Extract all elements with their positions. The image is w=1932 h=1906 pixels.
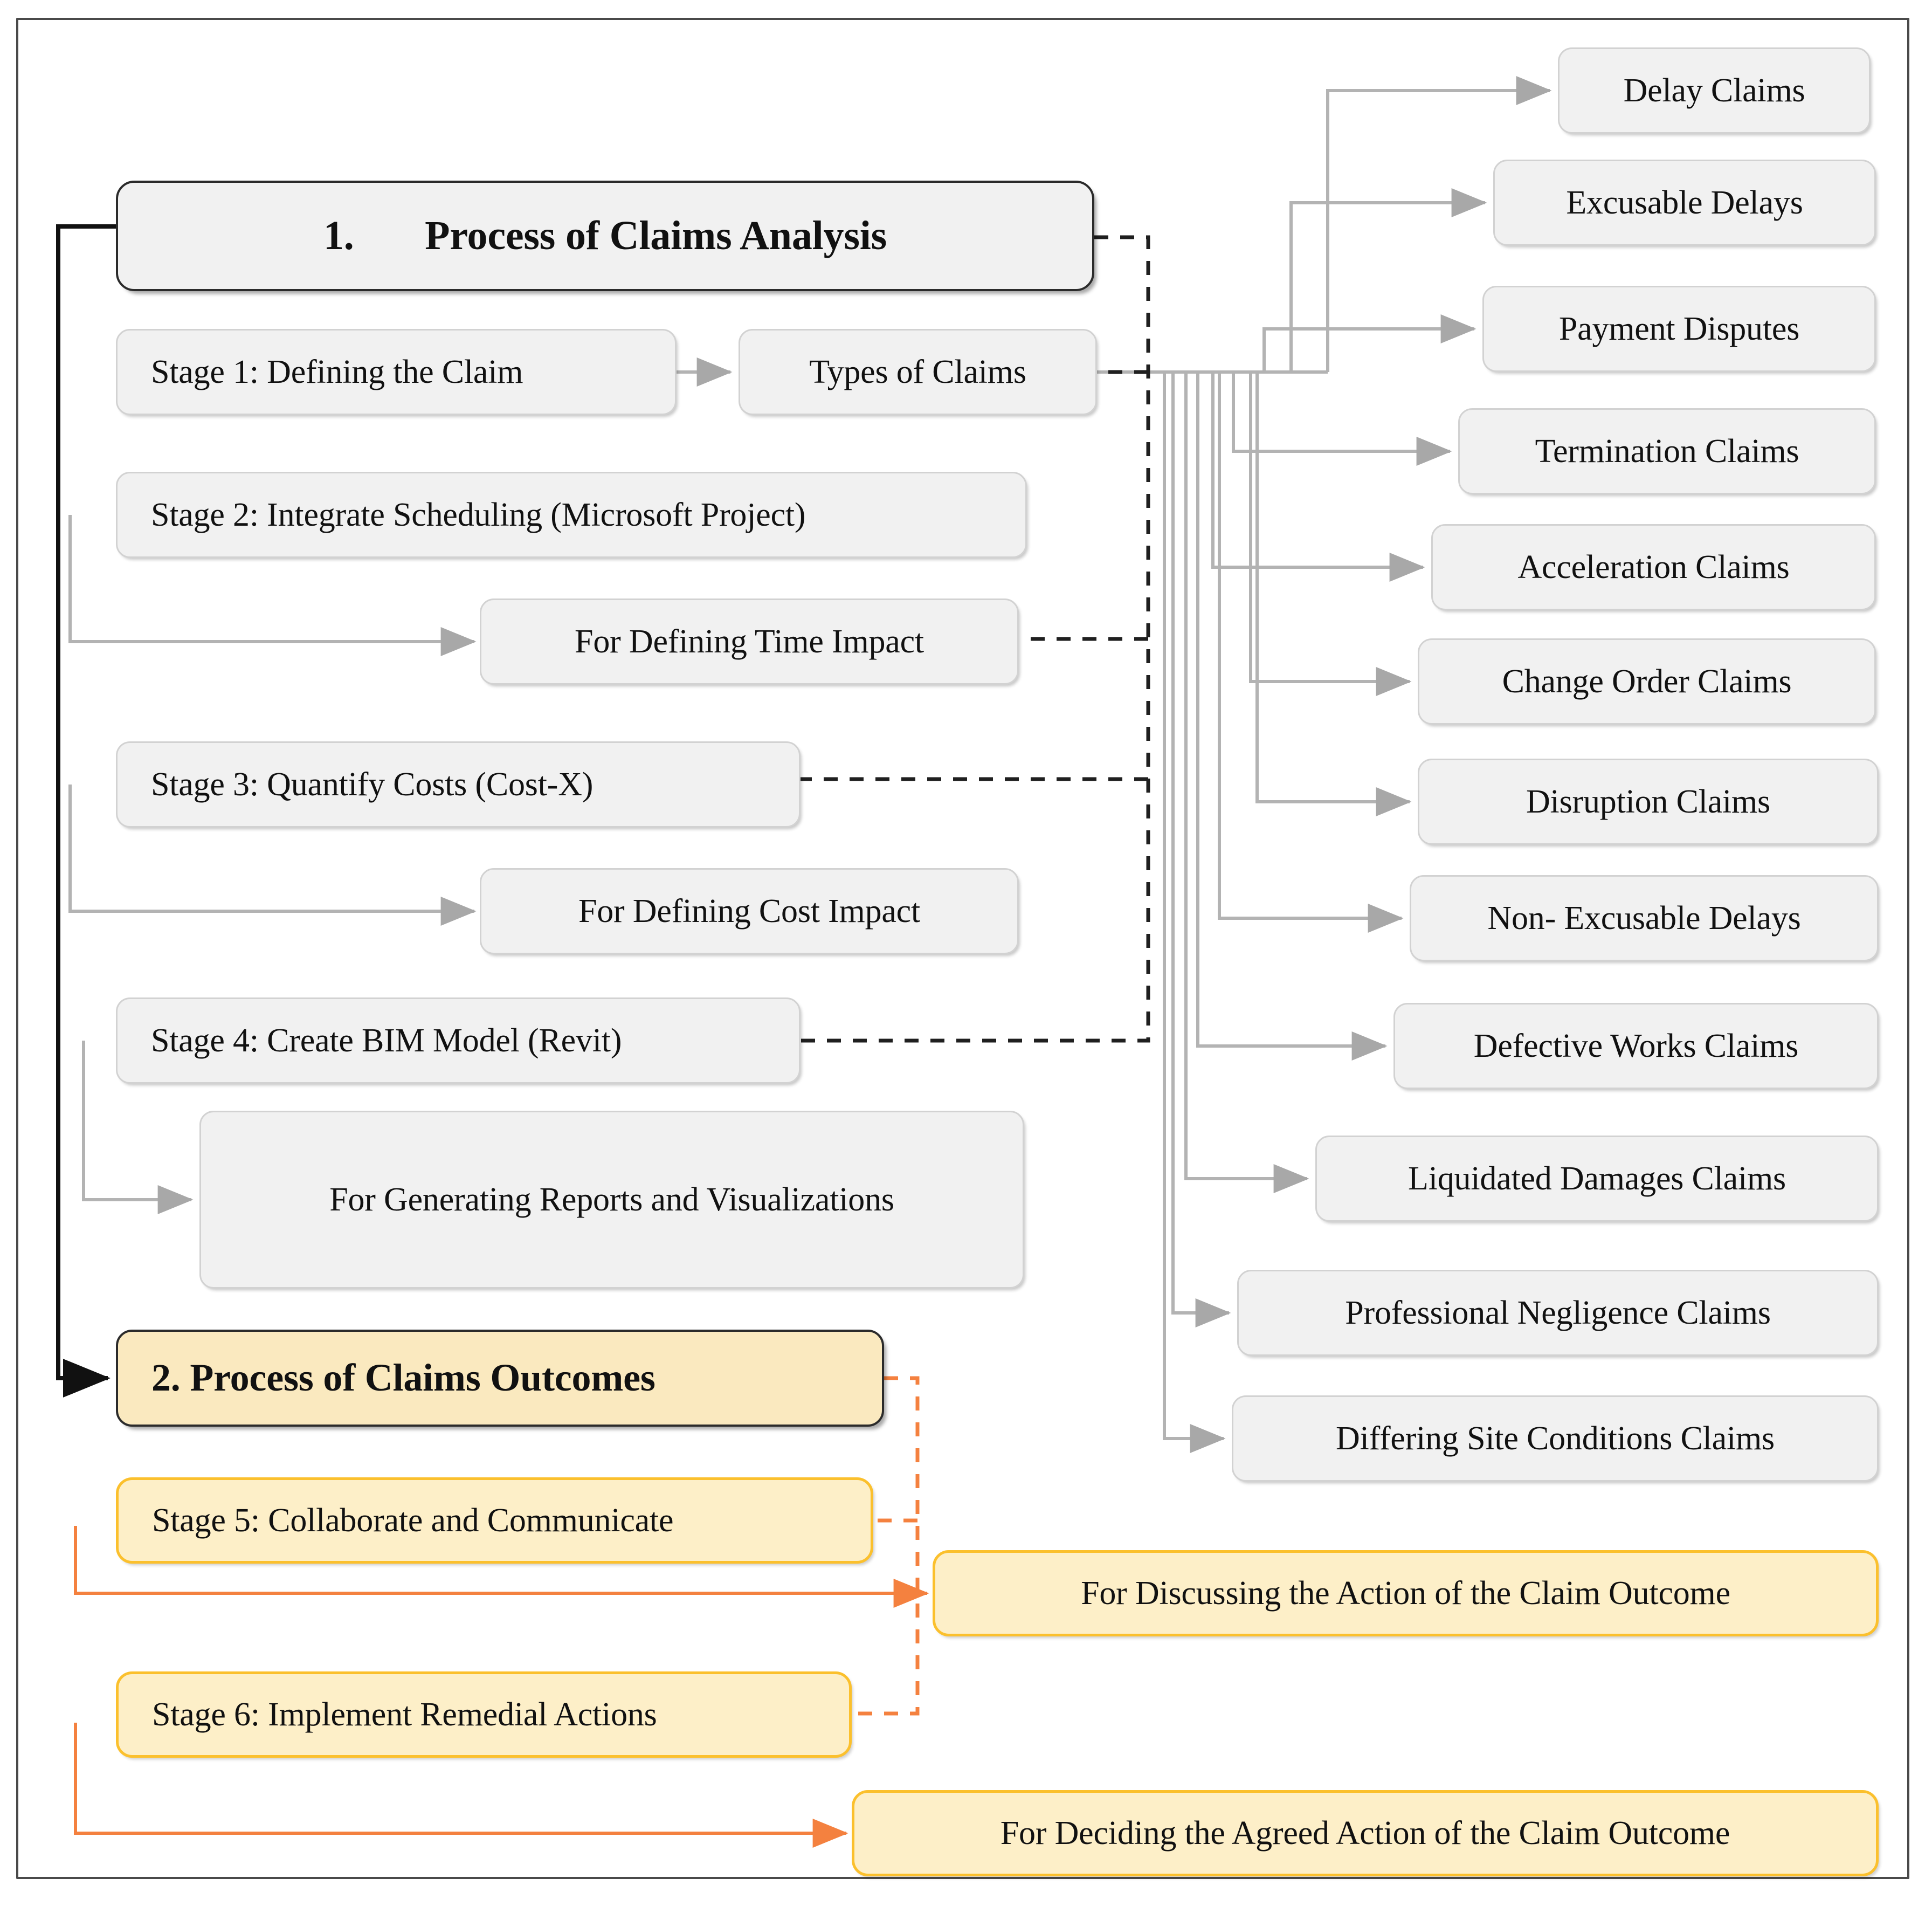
node-acceleration-claims[interactable]: Acceleration Claims: [1431, 524, 1876, 610]
stage-5-label: Stage 5: Collaborate and Communicate: [152, 1502, 674, 1539]
node-stage-1[interactable]: Stage 1: Defining the Claim: [116, 329, 677, 415]
deciding-action-label: For Deciding the Agreed Action of the Cl…: [1000, 1814, 1730, 1852]
acceleration-claims-label: Acceleration Claims: [1517, 548, 1790, 586]
node-liquidated-damages-claims[interactable]: Liquidated Damages Claims: [1315, 1136, 1879, 1222]
node-for-defining-time-impact[interactable]: For Defining Time Impact: [480, 598, 1019, 685]
delay-claims-label: Delay Claims: [1623, 72, 1805, 109]
stage-6-label: Stage 6: Implement Remedial Actions: [152, 1696, 657, 1733]
node-for-discussing-action[interactable]: For Discussing the Action of the Claim O…: [933, 1550, 1879, 1636]
stage-3-label: Stage 3: Quantify Costs (Cost-X): [151, 766, 594, 803]
node-differing-site-conditions-claims[interactable]: Differing Site Conditions Claims: [1232, 1395, 1879, 1482]
types-of-claims-label: Types of Claims: [809, 353, 1026, 390]
liquidated-damages-claims-label: Liquidated Damages Claims: [1408, 1160, 1786, 1197]
node-for-deciding-action[interactable]: For Deciding the Agreed Action of the Cl…: [852, 1790, 1879, 1876]
node-change-order-claims[interactable]: Change Order Claims: [1418, 638, 1876, 725]
time-impact-label: For Defining Time Impact: [575, 623, 924, 660]
node-professional-negligence-claims[interactable]: Professional Negligence Claims: [1237, 1270, 1879, 1356]
node-termination-claims[interactable]: Termination Claims: [1458, 408, 1876, 494]
defective-works-claims-label: Defective Works Claims: [1473, 1027, 1799, 1064]
non-excusable-delays-label: Non- Excusable Delays: [1487, 899, 1801, 937]
payment-disputes-label: Payment Disputes: [1558, 310, 1800, 347]
node-non-excusable-delays[interactable]: Non- Excusable Delays: [1410, 875, 1879, 961]
node-defective-works-claims[interactable]: Defective Works Claims: [1393, 1003, 1879, 1089]
excusable-delays-label: Excusable Delays: [1566, 184, 1803, 221]
header-2-label: 2. Process of Claims Outcomes: [151, 1356, 656, 1400]
node-stage-5[interactable]: Stage 5: Collaborate and Communicate: [116, 1477, 873, 1564]
differing-site-conditions-claims-label: Differing Site Conditions Claims: [1336, 1420, 1775, 1457]
cost-impact-label: For Defining Cost Impact: [578, 892, 921, 930]
discussing-action-label: For Discussing the Action of the Claim O…: [1081, 1574, 1730, 1612]
professional-negligence-claims-label: Professional Negligence Claims: [1345, 1294, 1771, 1331]
node-for-generating-reports[interactable]: For Generating Reports and Visualization…: [199, 1111, 1024, 1289]
node-stage-4[interactable]: Stage 4: Create BIM Model (Revit): [116, 997, 801, 1084]
node-excusable-delays[interactable]: Excusable Delays: [1493, 160, 1876, 246]
header-process-of-claims-analysis[interactable]: 1. Process of Claims Analysis: [116, 181, 1094, 291]
header-process-of-claims-outcomes[interactable]: 2. Process of Claims Outcomes: [116, 1330, 884, 1427]
node-for-defining-cost-impact[interactable]: For Defining Cost Impact: [480, 868, 1019, 954]
reports-visualizations-label: For Generating Reports and Visualization…: [329, 1181, 894, 1218]
node-stage-2[interactable]: Stage 2: Integrate Scheduling (Microsoft…: [116, 472, 1027, 558]
disruption-claims-label: Disruption Claims: [1526, 783, 1770, 820]
node-types-of-claims[interactable]: Types of Claims: [739, 329, 1097, 415]
stage-2-label: Stage 2: Integrate Scheduling (Microsoft…: [151, 496, 806, 533]
node-disruption-claims[interactable]: Disruption Claims: [1418, 759, 1879, 845]
header-1-label: 1. Process of Claims Analysis: [323, 212, 887, 258]
node-delay-claims[interactable]: Delay Claims: [1558, 47, 1871, 134]
change-order-claims-label: Change Order Claims: [1502, 663, 1792, 700]
node-stage-6[interactable]: Stage 6: Implement Remedial Actions: [116, 1671, 852, 1758]
termination-claims-label: Termination Claims: [1535, 432, 1799, 470]
node-stage-3[interactable]: Stage 3: Quantify Costs (Cost-X): [116, 741, 801, 828]
stage-1-label: Stage 1: Defining the Claim: [151, 353, 523, 390]
node-payment-disputes[interactable]: Payment Disputes: [1482, 286, 1876, 372]
stage-4-label: Stage 4: Create BIM Model (Revit): [151, 1022, 622, 1059]
